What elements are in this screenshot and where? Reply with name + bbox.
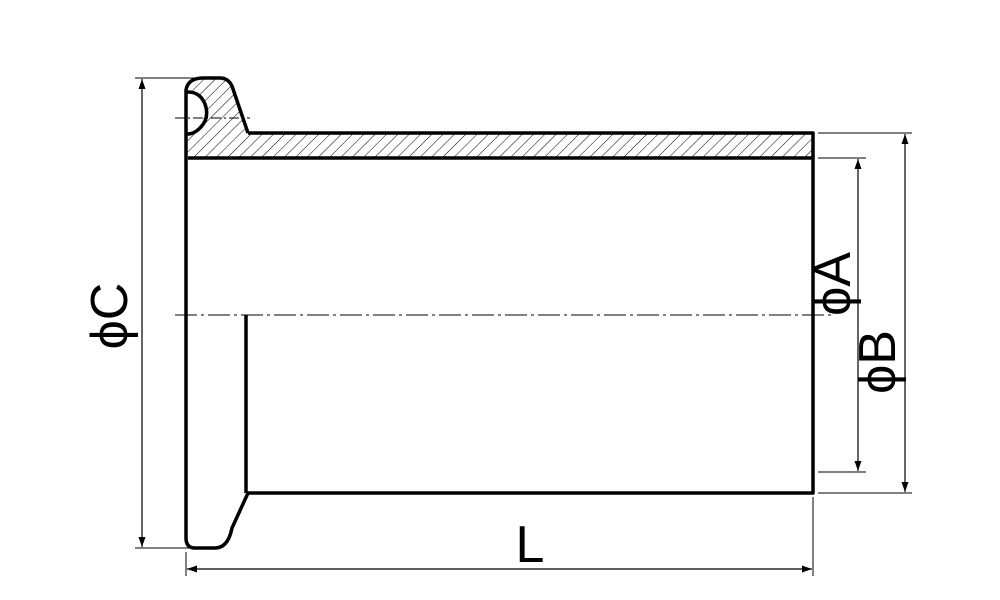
hatched-wall-section [188, 78, 813, 158]
dim-c-label: ϕC [81, 283, 139, 350]
dim-a-label: ϕA [804, 252, 862, 316]
gasket-groove [186, 90, 209, 136]
ferrule-outer-profile [184, 76, 815, 550]
dim-l-label: L [516, 516, 545, 574]
dim-b-label: ϕB [849, 330, 907, 394]
